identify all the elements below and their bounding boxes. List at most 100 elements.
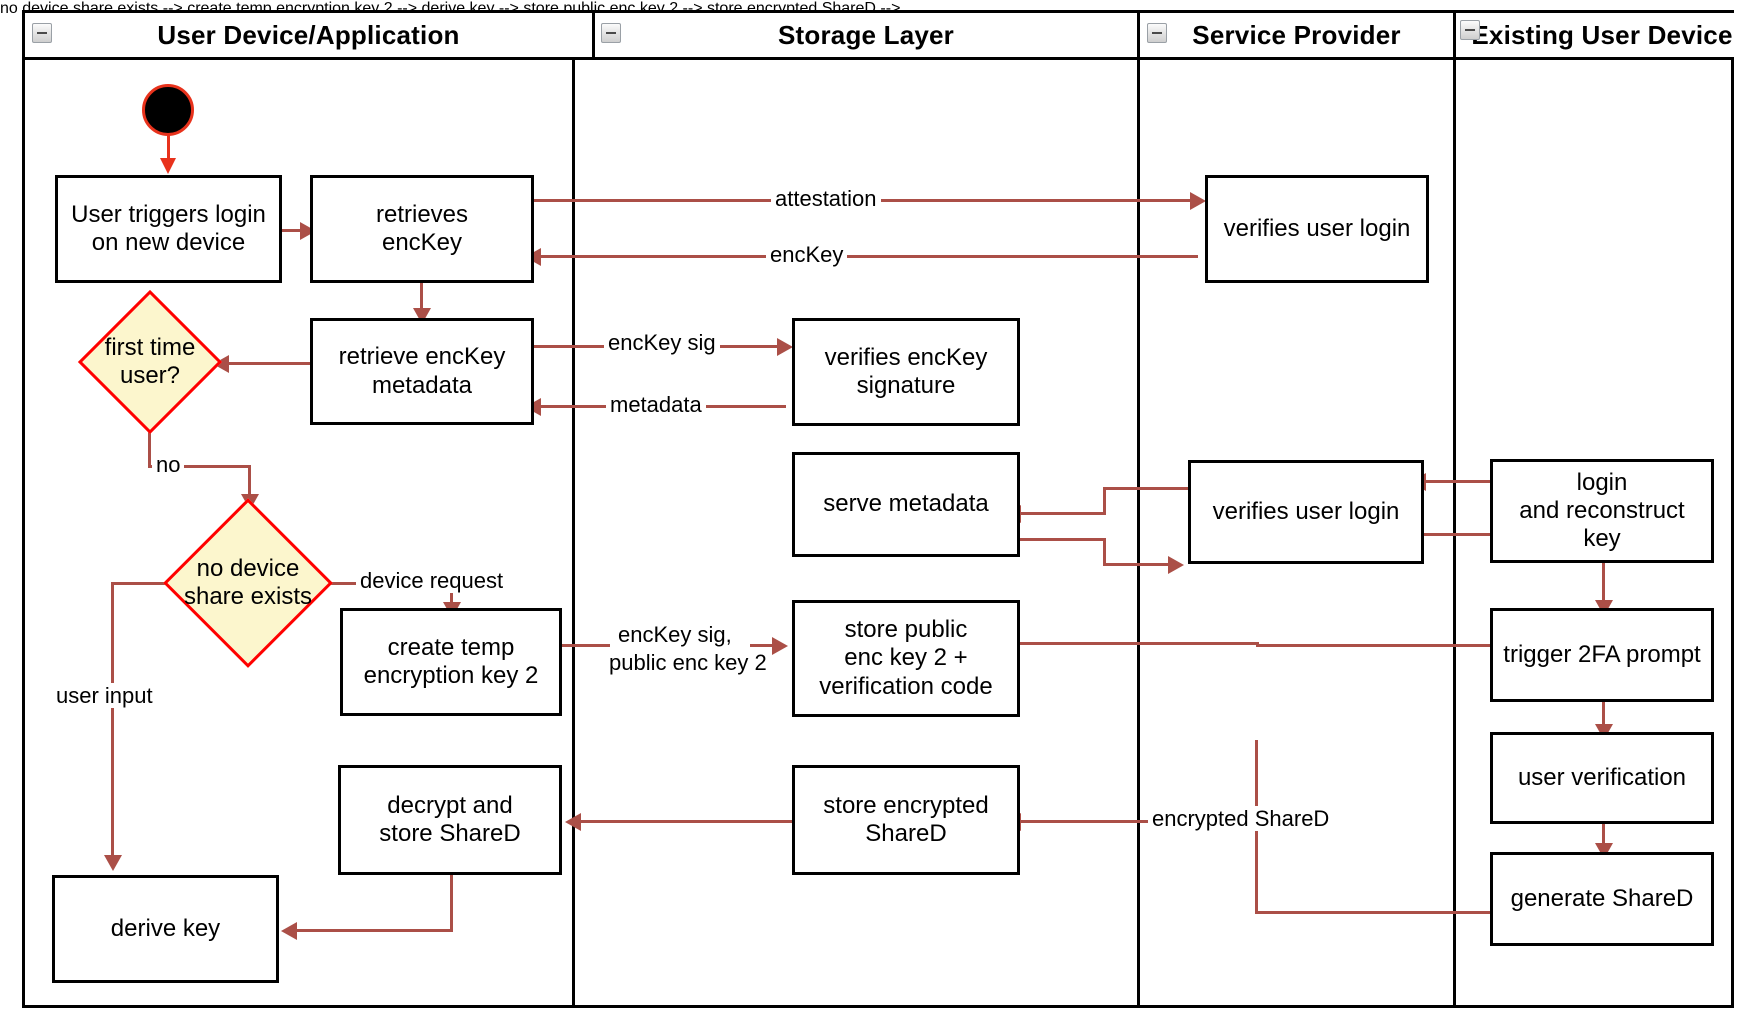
edge-login-to-retrieves [280, 229, 308, 232]
arrowhead-down [104, 855, 122, 871]
node-user-triggers-login[interactable]: User triggers login on new device [55, 175, 282, 283]
arrowhead-right [1190, 192, 1206, 210]
edge-label-no: no [152, 452, 185, 478]
node-label: retrieves encKey [375, 200, 469, 256]
edge-label-device-request: device request [356, 568, 508, 594]
node-label: trigger 2FA prompt [1503, 640, 1701, 668]
node-label: user verification [1517, 763, 1687, 791]
node-label: store public enc key 2 + verification co… [819, 616, 993, 700]
lane-title-user-device: User Device/Application [157, 19, 460, 50]
edge-decrypt-to-derive-h [295, 929, 453, 932]
node-label: verifies user login [1212, 497, 1400, 525]
edge-metadata-to-decision [228, 362, 311, 365]
edge-login-to-verifies2 [1424, 480, 1534, 483]
node-retrieves-enckey[interactable]: retrieves encKey [310, 175, 534, 283]
edge-verifies2-to-serve-h1 [1103, 487, 1190, 490]
collapse-minus-icon[interactable] [1147, 23, 1167, 43]
edge-verifies2-to-serve-h2 [1019, 512, 1106, 515]
node-trigger-2fa-prompt[interactable]: trigger 2FA prompt [1490, 608, 1714, 702]
node-create-temp-encryption-key-2[interactable]: create temp encryption key 2 [340, 608, 562, 716]
arrowhead-right [777, 338, 793, 356]
node-label: no device share exists [183, 554, 313, 610]
arrowhead-right [772, 637, 788, 655]
lane-divider-1 [572, 60, 575, 1008]
edge-encrypted-shared-h1 [1255, 911, 1499, 914]
node-serve-metadata[interactable]: serve metadata [792, 452, 1020, 557]
node-label: store encrypted ShareD [823, 791, 989, 847]
node-verifies-enckey-signature[interactable]: verifies encKey signature [792, 318, 1020, 426]
edge-no-v2 [248, 465, 251, 501]
node-generate-shared[interactable]: generate ShareD [1490, 852, 1714, 946]
lane-title-service: Service Provider [1192, 19, 1401, 50]
node-store-encrypted-shared[interactable]: store encrypted ShareD [792, 765, 1020, 875]
collapse-minus-icon[interactable] [1460, 20, 1480, 40]
edge-enckey-sig-public-h2 [750, 644, 780, 647]
edge-encrypted-shared-h2 [1019, 820, 1258, 823]
collapse-minus-icon[interactable] [32, 23, 52, 43]
edge-verifies2-to-login [1410, 533, 1522, 536]
edge-enckey-sig-public-h [561, 644, 610, 647]
collapse-minus-icon[interactable] [601, 23, 621, 43]
arrowhead-left [281, 922, 297, 940]
node-label: verifies encKey signature [824, 343, 988, 399]
node-store-public-enc-key-2[interactable]: store public enc key 2 + verification co… [792, 600, 1020, 717]
node-retrieve-enckey-metadata[interactable]: retrieve encKey metadata [310, 318, 534, 425]
decision-first-time-user[interactable]: first time user? [75, 289, 225, 435]
edge-2fa-to-verification [1602, 700, 1605, 732]
edge-storepub-to-2fa-h1 [1014, 642, 1259, 645]
lane-header-storage[interactable]: Storage Layer [595, 13, 1140, 60]
edge-verification-to-generate [1602, 822, 1605, 852]
edge-storepub-to-2fa-h2 [1256, 644, 1509, 647]
swimlane-frame [22, 10, 1734, 1008]
lane-header-existing-device[interactable]: Existing User Device [1456, 13, 1734, 60]
node-label: verifies user login [1223, 214, 1411, 242]
lane-title-storage: Storage Layer [777, 19, 954, 50]
edge-serve-to-verifies2-h2 [1103, 563, 1175, 566]
edge-label-user-input: user input [52, 683, 157, 709]
edge-label-enckey-sig-public-2: public enc key 2 [605, 650, 771, 676]
edge-serve-to-verifies2-v [1103, 538, 1106, 565]
edge-retrieves-to-metadata [420, 278, 423, 316]
node-label: create temp encryption key 2 [363, 633, 539, 689]
edge-no-v1 [148, 422, 151, 468]
edge-label-metadata: metadata [606, 392, 706, 418]
node-verifies-user-login-1[interactable]: verifies user login [1205, 175, 1429, 283]
arrowhead-right [1168, 556, 1184, 574]
decision-no-device-share-exists[interactable]: no device share exists [155, 498, 341, 668]
lane-header-user-device[interactable]: User Device/Application [25, 13, 595, 60]
lane-header-service[interactable]: Service Provider [1140, 13, 1456, 60]
node-user-verification[interactable]: user verification [1490, 732, 1714, 824]
node-decrypt-and-store-shared[interactable]: decrypt and store ShareD [338, 765, 562, 875]
edge-user-input-h [111, 582, 173, 585]
edge-label-enckey: encKey [766, 242, 848, 268]
node-label: derive key [110, 914, 221, 942]
edge-enckey [540, 255, 1198, 258]
node-label: serve metadata [823, 490, 989, 518]
edge-decrypt-to-derive-v [450, 875, 453, 932]
edge-start-to-login [167, 128, 170, 166]
node-label: login and reconstruct key [1519, 468, 1685, 553]
lane-divider-2 [1137, 60, 1140, 1008]
edge-storeenc-to-decrypt [580, 820, 792, 823]
edge-label-enckey-sig-public-1: encKey sig, [614, 622, 736, 648]
arrowhead-left [565, 813, 581, 831]
edge-label-enckey-sig: encKey sig [604, 330, 720, 356]
node-login-and-reconstruct-key[interactable]: login and reconstruct key [1490, 459, 1714, 563]
node-label: first time user? [104, 333, 196, 389]
edge-user-input-v [111, 582, 114, 864]
node-derive-key[interactable]: derive key [52, 875, 279, 983]
edge-label-encrypted-shared: encrypted ShareD [1148, 806, 1334, 832]
edge-no-h [148, 465, 251, 468]
node-label: User triggers login on new device [71, 200, 266, 256]
edge-serve-to-verifies2-h1 [1019, 538, 1106, 541]
lane-title-existing-device: Existing User Device [1471, 19, 1733, 50]
node-label: retrieve encKey metadata [338, 343, 506, 399]
edge-login-to-2fa [1602, 560, 1605, 608]
start-node[interactable] [142, 84, 194, 136]
edge-device-request-v [450, 582, 453, 610]
node-verifies-user-login-2[interactable]: verifies user login [1188, 460, 1424, 564]
edge-verifies2-to-serve-v [1103, 487, 1106, 514]
edge-label-attestation: attestation [771, 186, 881, 212]
node-label: generate ShareD [1510, 884, 1694, 912]
